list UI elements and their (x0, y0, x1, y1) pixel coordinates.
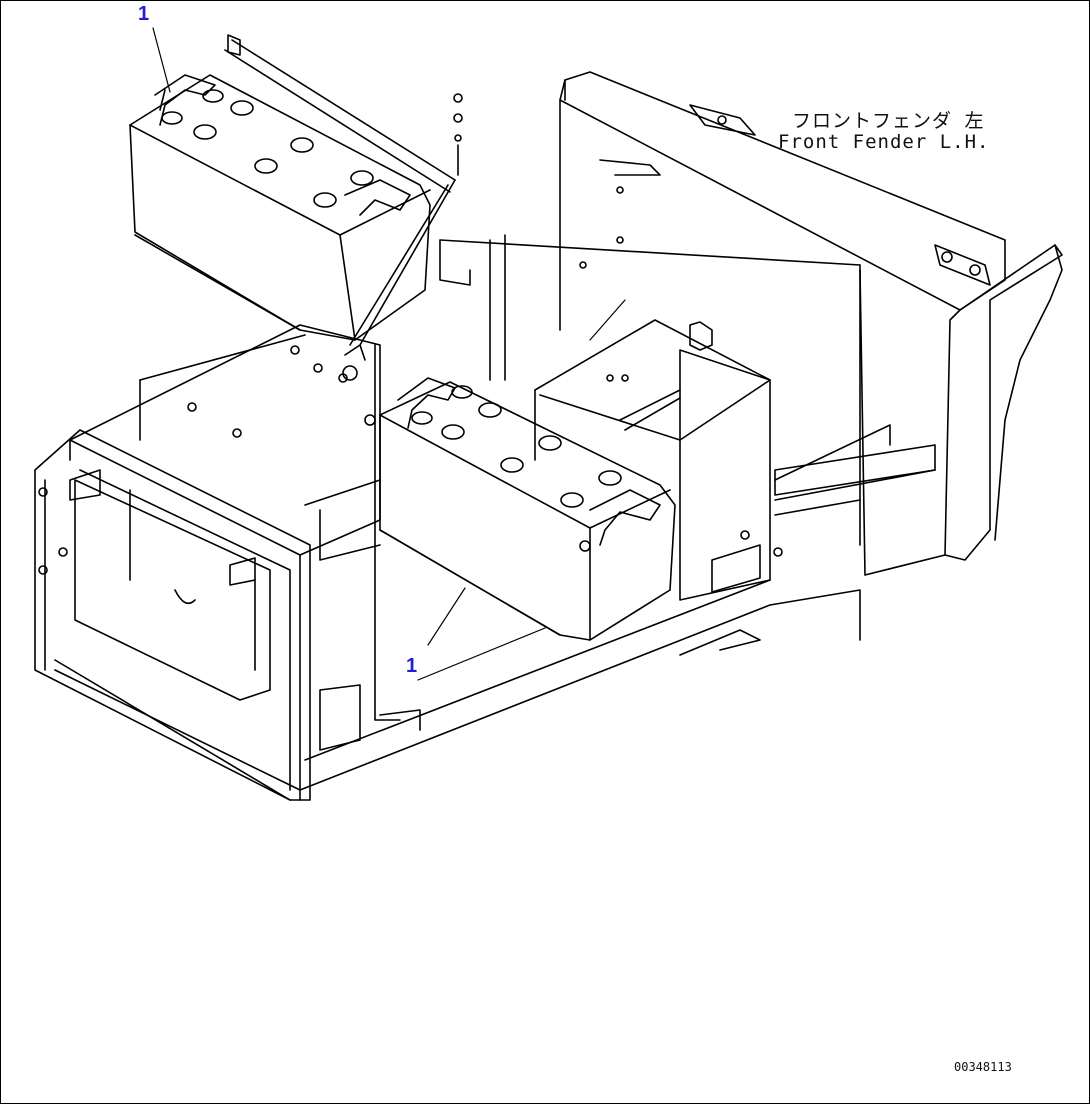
leader-lines (152, 27, 626, 681)
figure-code: 00348113 (954, 1060, 1012, 1074)
callout-top-battery: 1 (138, 3, 150, 25)
battery-box (34, 324, 421, 801)
frame-rails (299, 234, 936, 791)
hold-down-rod (224, 34, 463, 346)
battery-lower (364, 377, 676, 641)
front-fender (559, 71, 1063, 576)
battery-tray (534, 319, 783, 601)
fender-label-jp: フロントフェンダ 左 (792, 110, 985, 132)
fender-label-en: Front Fender L.H. (778, 131, 990, 153)
callout-bottom-battery: 1 (406, 655, 418, 677)
battery-upper (129, 74, 431, 341)
